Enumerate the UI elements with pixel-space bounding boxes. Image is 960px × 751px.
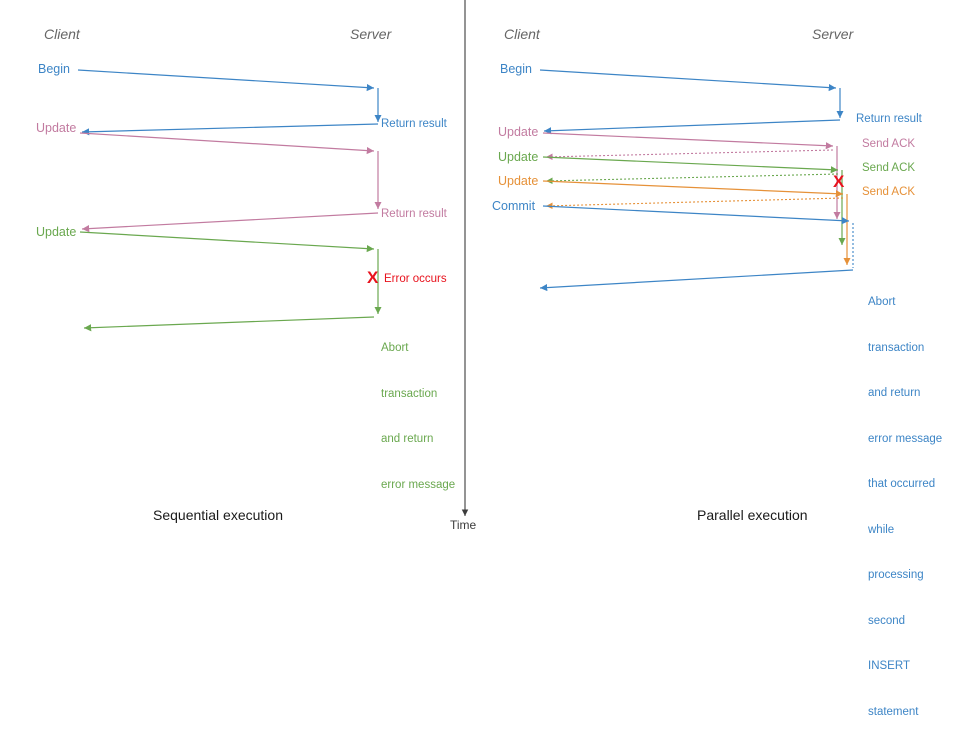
abort-line-2: transaction — [381, 387, 438, 400]
arrow-commit — [542, 205, 850, 225]
arrow-begin — [77, 69, 375, 92]
arrow-update-green-right — [542, 156, 839, 174]
right-header-server: Server — [812, 26, 854, 42]
abort-r-line-1: Abort — [868, 296, 896, 309]
arrow-abort-green — [83, 316, 375, 332]
arrow-update-orange-right — [542, 180, 844, 198]
abort-line-4: error message — [381, 478, 456, 491]
right-header-client: Client — [504, 26, 540, 42]
right-label-update-orange: Update — [498, 174, 539, 188]
arrow-return-result-pink — [81, 212, 379, 233]
left-header-client: Client — [44, 26, 80, 42]
error-x-icon-left: X — [367, 268, 379, 287]
right-label-update-green: Update — [498, 150, 539, 164]
left-label-update-green: Update — [36, 225, 77, 239]
arrow-update-pink — [79, 132, 375, 155]
right-panel-arrows — [539, 69, 854, 292]
right-label-begin: Begin — [500, 62, 532, 76]
left-label-update-pink: Update — [36, 121, 77, 135]
arrow-ack-green — [545, 173, 839, 185]
arrow-abort-blue-right — [539, 269, 854, 292]
left-label-begin: Begin — [38, 62, 70, 76]
right-label-send-ack-green: Send ACK — [862, 162, 916, 174]
left-panel-caption: Sequential execution — [153, 507, 283, 523]
arrow-ack-pink — [545, 149, 834, 161]
right-label-update-pink: Update — [498, 125, 539, 139]
arrow-update-green — [79, 231, 375, 253]
error-x-icon-right: X — [833, 172, 845, 191]
time-axis-label: Time — [450, 518, 477, 532]
diagram-canvas: Client Server Begin Return result Update… — [36, 0, 942, 718]
abort-line-3: and return — [381, 433, 434, 446]
left-panel-arrows — [77, 69, 382, 332]
right-label-send-ack-orange: Send ACK — [862, 186, 916, 198]
abort-r-line-2: transaction — [868, 341, 925, 354]
abort-r-line-10: statement — [868, 705, 919, 718]
left-label-abort-message: Abort transaction and return error messa… — [381, 311, 465, 523]
abort-r-line-4: error message — [868, 432, 943, 445]
right-label-return-result: Return result — [856, 113, 922, 125]
left-label-error-occurs: Error occurs — [384, 273, 447, 285]
right-label-send-ack-pink: Send ACK — [862, 138, 916, 150]
abort-r-line-9: INSERT — [868, 660, 910, 673]
arrow-ack-orange — [545, 197, 844, 210]
abort-r-line-7: processing — [868, 569, 924, 582]
arrow-update-pink-right — [542, 132, 834, 150]
left-header-server: Server — [350, 26, 392, 42]
abort-r-line-5: that occurred — [868, 478, 936, 491]
right-label-commit: Commit — [492, 199, 536, 213]
abort-line-1: Abort — [381, 342, 409, 355]
right-panel-caption: Parallel execution — [697, 507, 808, 523]
arrow-return-result-right — [543, 119, 841, 135]
abort-r-line-8: second — [868, 614, 906, 627]
arrow-begin-right — [539, 69, 837, 92]
diagram-vector-layer — [77, 0, 854, 516]
arrow-return-result-blue — [81, 123, 379, 136]
right-label-abort-message: Abort transaction and return error messa… — [868, 265, 954, 751]
left-label-return-result-blue: Return result — [381, 118, 447, 130]
abort-r-line-3: and return — [868, 387, 921, 400]
abort-r-line-6: while — [868, 523, 895, 536]
left-label-return-result-pink: Return result — [381, 208, 447, 220]
